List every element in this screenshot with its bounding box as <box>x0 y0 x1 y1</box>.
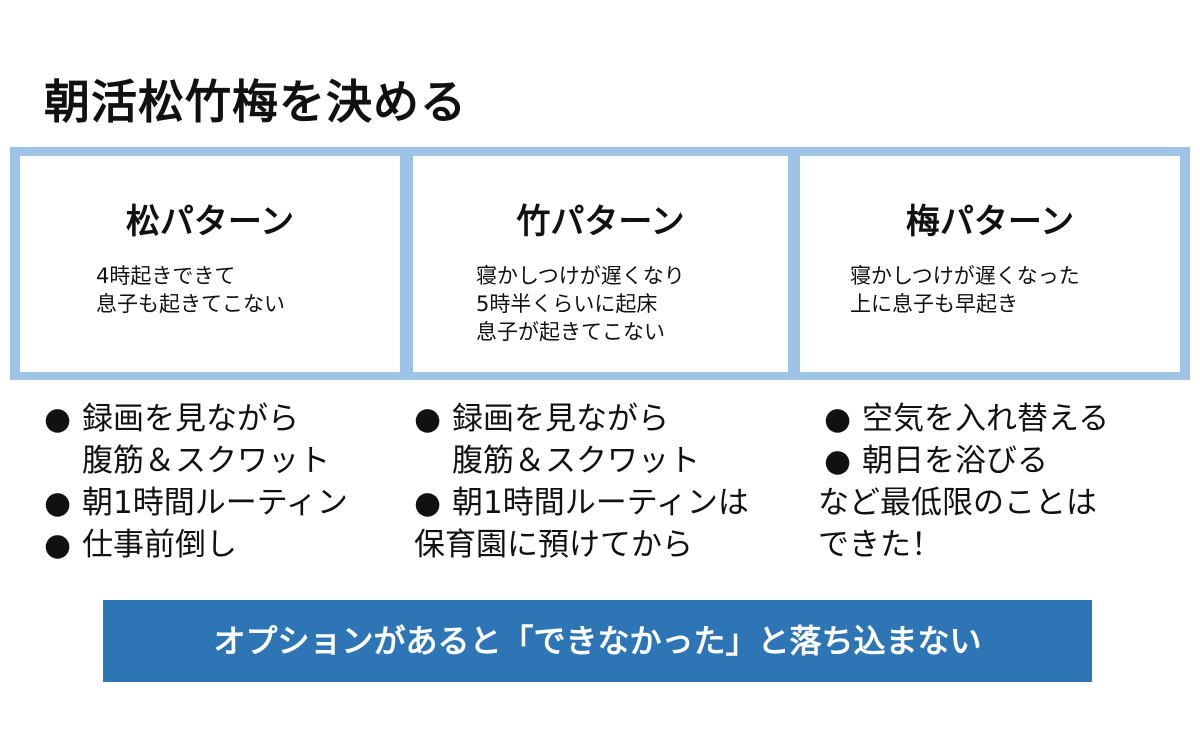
pattern-box-matsu: 松パターン 4時起きできて 息子も起きてこない <box>20 156 400 372</box>
bullet-text: 朝1時間ルーティン <box>82 485 348 521</box>
pattern-box-take: 竹パターン 寝かしつけが遅くなり 5時半くらいに起床 息子が起きてこない <box>413 156 788 372</box>
bullet-list-take: ● 録画を見ながら腹筋＆スクワット ● 朝1時間ルーティンは保育園に預けてから <box>414 398 749 566</box>
pattern-heading: 松パターン <box>125 202 295 242</box>
bullet-dot-icon: ● <box>824 443 852 479</box>
bullet-list-matsu: ● 録画を見ながら腹筋＆スクワット ● 朝1時間ルーティン ● 仕事前倒し <box>44 398 348 566</box>
pattern-heading: 竹パターン <box>516 202 685 242</box>
bullet-item: ● 仕事前倒し <box>44 524 348 566</box>
bullet-item: ● 録画を見ながら <box>414 398 749 440</box>
bullet-text: 腹筋＆スクワット <box>82 443 330 479</box>
pattern-box-ume: 梅パターン 寝かしつけが遅くなった 上に息子も早起き <box>800 156 1180 372</box>
bullet-item: 腹筋＆スクワット <box>414 440 749 482</box>
bullet-item: 腹筋＆スクワット <box>44 440 348 482</box>
bullet-dot-icon: ● <box>44 485 72 521</box>
bullet-dot-icon: ● <box>414 485 442 521</box>
bullet-list-ume: ● 空気を入れ替える ● 朝日を浴びるなど最低限のことはできた！ <box>818 398 1109 566</box>
bullet-item: ● 朝1時間ルーティンは <box>414 482 749 524</box>
summary-banner: オプションがあると「できなかった」と落ち込まない <box>103 600 1092 682</box>
slide-title: 朝活松竹梅を決める <box>44 75 467 129</box>
bullet-dot-icon: ● <box>44 401 72 437</box>
bullet-text: 朝1時間ルーティンは <box>452 485 749 521</box>
bullet-text: など最低限のことは <box>818 485 1097 521</box>
bullet-item: できた！ <box>818 524 1109 566</box>
bullet-item: 保育園に預けてから <box>414 524 749 566</box>
bullet-text: 録画を見ながら <box>452 401 669 437</box>
bullet-text: 朝日を浴びる <box>862 443 1048 479</box>
bullet-item: ● 空気を入れ替える <box>818 398 1109 440</box>
bullet-dot-icon: ● <box>44 527 72 563</box>
pattern-description: 寝かしつけが遅くなった 上に息子も早起き <box>850 264 1080 316</box>
bullet-text: 仕事前倒し <box>82 527 237 563</box>
bullet-item: ● 録画を見ながら <box>44 398 348 440</box>
bullet-item: ● 朝日を浴びる <box>818 440 1109 482</box>
bullet-item: など最低限のことは <box>818 482 1109 524</box>
bullet-dot-icon: ● <box>414 401 442 437</box>
bullet-text: 腹筋＆スクワット <box>452 443 700 479</box>
bullet-item: ● 朝1時間ルーティン <box>44 482 348 524</box>
bullet-text: 録画を見ながら <box>82 401 299 437</box>
pattern-description: 寝かしつけが遅くなり 5時半くらいに起床 息子が起きてこない <box>476 264 685 344</box>
bullet-text: 空気を入れ替える <box>862 401 1110 437</box>
bullet-dot-icon: ● <box>824 401 852 437</box>
bullet-text: できた！ <box>818 527 942 563</box>
pattern-heading: 梅パターン <box>905 202 1075 242</box>
pattern-description: 4時起きできて 息子も起きてこない <box>96 264 285 316</box>
bullet-text: 保育園に預けてから <box>414 527 693 563</box>
